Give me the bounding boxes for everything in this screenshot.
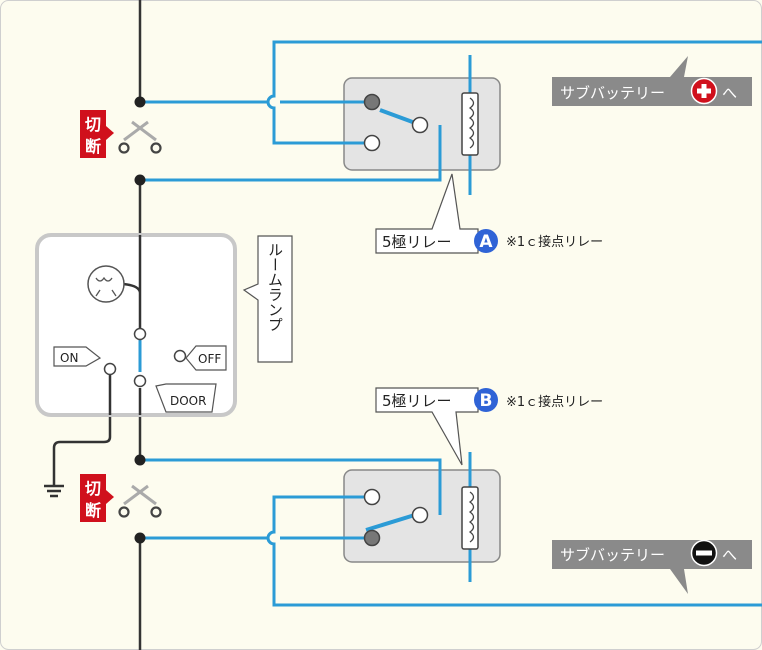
relay-b-coil	[461, 486, 479, 550]
relay-a-common-contact	[411, 116, 429, 134]
cut-marker-bottom: 切 断	[80, 474, 162, 522]
room-lamp-label-callout: ルームランプ	[242, 235, 293, 363]
svg-text:断: 断	[85, 137, 101, 156]
switch-door-contact	[133, 374, 147, 388]
sub-battery-plus-suffix: へ	[722, 84, 737, 102]
relay-b-label: 5極リレー	[382, 392, 452, 410]
scissors-icon	[118, 120, 162, 154]
relay-b-common-contact	[411, 506, 429, 524]
relay-a-badge-letter: A	[479, 232, 493, 252]
switch-door-tag: DOOR	[155, 383, 217, 413]
sub-battery-minus-callout: サブバッテリー へ	[552, 539, 752, 594]
scissors-icon	[118, 484, 162, 518]
relay-a-coil	[461, 92, 479, 156]
relay-b-callout: 5極リレー B ※1ｃ接点リレー	[375, 387, 603, 466]
svg-text:DOOR: DOOR	[170, 394, 206, 408]
switch-on-tag: ON	[53, 346, 102, 367]
svg-text:断: 断	[85, 501, 101, 520]
relay-b-no-contact	[363, 488, 381, 506]
relay-a-internals	[363, 92, 479, 156]
relay-a-callout: 5極リレー A ※1ｃ接点リレー	[375, 173, 603, 254]
relay-a-note: ※1ｃ接点リレー	[506, 234, 603, 250]
svg-text:切: 切	[85, 479, 101, 498]
sub-battery-minus-suffix: へ	[722, 546, 737, 564]
sub-battery-plus-label: サブバッテリー	[560, 84, 665, 102]
room-lamp-housing	[35, 233, 237, 417]
relay-b-badge-letter: B	[480, 391, 493, 411]
relay-a-no-contact	[363, 134, 381, 152]
junction-dots	[134, 96, 146, 544]
switch-off-tag: OFF	[185, 345, 227, 371]
relay-a-nc-contact	[363, 93, 381, 111]
svg-text:ON: ON	[60, 351, 78, 365]
room-lamp-label: ルームランプ	[266, 242, 284, 332]
relay-b-nc-contact	[363, 529, 381, 547]
relay-b-note: ※1ｃ接点リレー	[506, 394, 603, 410]
switch-off-indicator	[173, 349, 187, 363]
cut-marker-top: 切 断	[80, 110, 162, 158]
bulb-icon	[87, 265, 125, 303]
switch-on-contact	[103, 362, 117, 376]
relay-a-label: 5極リレー	[382, 233, 452, 251]
sub-battery-plus-callout: サブバッテリー へ	[552, 56, 752, 106]
relay-b-internals	[363, 486, 479, 550]
svg-text:OFF: OFF	[198, 352, 221, 366]
switch-off-contact	[133, 327, 147, 341]
relay-a-badge	[474, 229, 498, 253]
svg-text:切: 切	[85, 115, 101, 134]
sub-battery-minus-label: サブバッテリー	[560, 546, 665, 564]
room-lamp-unit: ON OFF DOOR	[35, 233, 237, 417]
relay-b-badge	[474, 388, 498, 412]
